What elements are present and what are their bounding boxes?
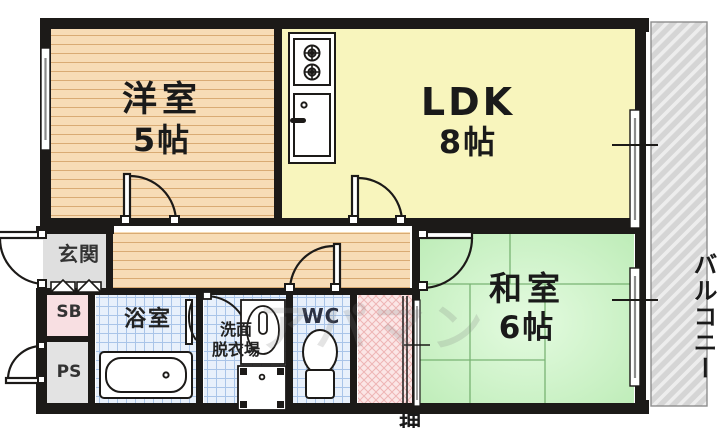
door-ps — [4, 341, 46, 385]
sliding-door-washitsu-balcony — [612, 267, 658, 387]
gas-stove — [293, 38, 331, 86]
room-youshitsu — [50, 28, 274, 218]
room-ldk — [281, 28, 635, 224]
door-yokushitsu — [185, 299, 197, 345]
room-hallway — [110, 232, 410, 288]
kitchen-counter — [288, 32, 336, 164]
door-wc — [284, 242, 342, 293]
window-washitsu-left — [404, 299, 430, 407]
bathtub — [99, 351, 193, 399]
toilet — [302, 329, 338, 399]
room-ps — [47, 342, 91, 410]
genkan-step — [49, 278, 103, 293]
washing-machine-pan — [237, 365, 287, 411]
door-youshitsu — [120, 172, 180, 225]
room-genkan — [43, 232, 111, 288]
sliding-door-oshiire — [402, 296, 408, 410]
door-entrance — [0, 229, 47, 289]
area-balcony — [650, 21, 708, 407]
room-oshiire — [358, 294, 414, 410]
door-washitsu — [417, 229, 474, 291]
sliding-door-ldk-balcony — [612, 109, 658, 229]
window-youshitsu-left — [40, 47, 51, 151]
room-sb — [47, 294, 91, 336]
washbasin — [240, 299, 286, 365]
kitchen-sink — [290, 93, 331, 157]
room-washitsu — [420, 234, 634, 410]
door-ldk — [348, 174, 406, 225]
